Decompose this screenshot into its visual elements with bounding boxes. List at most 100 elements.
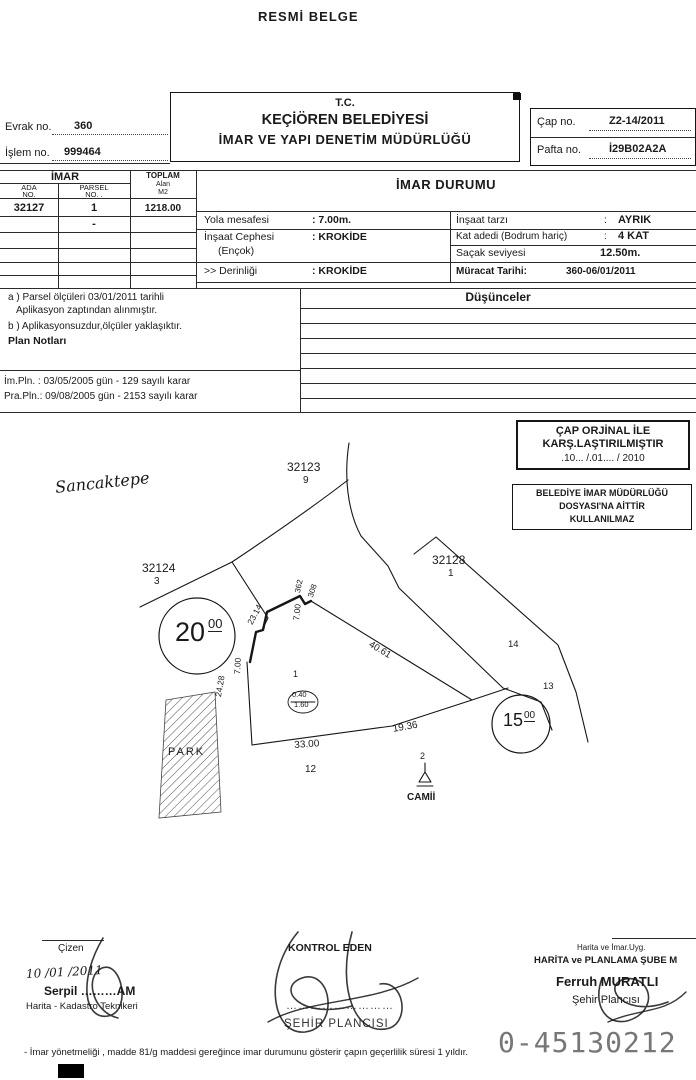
municipality-name: KEÇİÖREN BELEDİYESİ [261,112,429,128]
plan-rule [0,370,300,371]
imar-col-title: İMAR [50,171,80,183]
yola-mesafesi-value: : 7.00m. [312,214,352,226]
approver-unit-small: Harita ve İmar.Uyg. [577,943,646,952]
parcel-sub-number: 1 [448,568,454,579]
muracat-tarihi-label: Müracat Tarihi: [456,266,527,277]
parsel-col-header: PARSEL [79,183,109,192]
measurement-label: 7.00 [291,603,303,621]
ruled-line [300,383,696,384]
m2-col-header: M2 [158,189,168,196]
insaat-tarzi-value: AYRIK [618,214,652,226]
cap-no-value: Z2-14/2011 [609,115,665,127]
note-b-line: b ) Aplikasyonsuzdur,ölçüler yaklaşıktır… [8,321,182,332]
table-row-ada: 32127 [13,202,45,214]
islem-leader-line [52,159,168,161]
stamp-ownership: BELEDİYE İMAR MÜDÜRLÜĞÜ DOSYASI'NA AİTTİ… [512,484,692,530]
ratio-numerator: 0.40 [292,690,307,699]
signature-scribble-kontrol [267,977,419,1023]
cizen-title: Harita - Kadastro Teknikeri [26,1001,138,1012]
kontrol-eden-name: ……………………… [286,1000,394,1012]
signature-rule [42,940,104,941]
imar-header-rule [0,183,130,184]
row-rule [196,229,696,230]
note-a-line2: Aplikasyon zaptından alınmıştır. [16,305,158,316]
row-rule [0,262,196,263]
derinligi-label: >> Derinliği [204,265,258,277]
site-plan-sketch [139,442,589,819]
registration-mark [58,1064,84,1078]
cizen-label: Çizen [58,943,84,954]
tc-label: T.C. [335,97,355,109]
im-pln-line: İm.Pln. : 03/05/2005 gün - 129 sayılı ka… [4,376,191,387]
alan-col-header: Alan [155,181,170,188]
signature-scribble-cizen [86,937,123,1019]
insaat-cephesi-label: İnşaat Cephesi [204,231,275,243]
insaat-tarzi-label: İnşaat tarzı [456,214,508,226]
table-row-parsel: 1 [90,202,98,214]
measurement-label: 33.00 [294,738,320,751]
signature-scribble-kontrol [345,931,403,1031]
park-hatch [158,691,222,819]
pafta-leader-line [589,157,691,159]
parcel-number: 32128 [432,553,466,567]
pafta-no-label: Pafta no. [537,144,582,156]
lot-number: 14 [508,639,519,650]
evrak-no-value: 360 [74,120,93,132]
signature-scribble-approver [598,977,669,1023]
parcel-number: 32123 [287,460,321,474]
parsel-col-header-2: NO. . [85,190,103,199]
serial-number: 0-45130212 [498,1026,677,1059]
stamp1-line1: ÇAP ORJİNAL İLE [555,425,651,437]
signature-scribble-kontrol [274,931,353,1033]
row-rule [450,245,696,246]
pra-pln-line: Pra.Pln.: 09/08/2005 gün - 2153 sayılı k… [4,391,198,402]
authority-box: T.C. KEÇİÖREN BELEDİYESİ İMAR VE YAPI DE… [170,92,520,162]
row-rule [0,248,196,249]
column-divider [450,211,451,282]
road-line [413,536,589,743]
document-title: RESMİ BELGE [258,9,359,24]
table-top-rule [0,170,696,171]
parcel-front-boundary [248,594,313,664]
directorate-name: İMAR VE YAPI DENETİM MÜDÜRLÜĞÜ [218,132,472,147]
notes-top-rule [0,288,696,289]
notes-divider [300,288,301,412]
table-row-parsel: - [92,218,96,230]
ada-col-header: ADA [21,183,37,192]
approver-name: Ferruh MURATLI [556,974,659,989]
col-divider-ada [58,183,59,288]
mosque-icon [416,762,434,787]
cap-no-label: Çap no. [537,116,576,128]
row-rule [196,262,696,263]
cizen-name: Serpil ………AM [44,984,136,998]
ruled-line [300,368,696,369]
ratio-denominator: 1.60 [294,700,309,709]
ruled-line [300,308,696,309]
yola-mesafesi-label: Yola mesafesi [204,214,269,226]
road-line [346,442,553,731]
notes-bottom-rule [0,412,696,413]
sacak-seviyesi-value: 12.50m. [600,247,641,259]
row-rule [0,275,196,276]
kat-adedi-value: 4 KAT [618,230,649,242]
cap-pafta-box: Çap no. Z2-14/2011 Pafta no. İ29B02A2A [530,108,696,166]
evrak-leader-line [52,133,168,135]
approver-title: Şehir Plancısı [572,994,640,1006]
stamp2-line2: DOSYASI'NA AİTTİR [559,501,645,511]
muracat-tarihi-value: 360-06/01/2011 [566,266,636,277]
kat-adedi-label: Kat adedi (Bodrum hariç) [456,231,568,242]
ruled-line [300,353,696,354]
cap-pafta-divider [531,137,695,138]
road-width-circle-20 [158,597,236,675]
ink-blot [513,93,521,100]
ruled-line [300,338,696,339]
road-width-20: 20 [175,617,206,647]
islem-no-label: İşlem no. [5,147,50,159]
imar-durumu-title: İMAR DURUMU [395,177,497,192]
derinligi-value: : KROKİDE [312,265,367,277]
toplam-col-header: TOPLAM [146,171,180,180]
stamp1-line2: KARŞ.LAŞTIRILMIŞTIR [542,438,664,450]
road-width-15: 15 [503,710,524,730]
insaat-cephesi-value: : KROKİDE [312,231,367,243]
validity-note: - İmar yönetmeliği , madde 81/g maddesi … [24,1047,469,1058]
